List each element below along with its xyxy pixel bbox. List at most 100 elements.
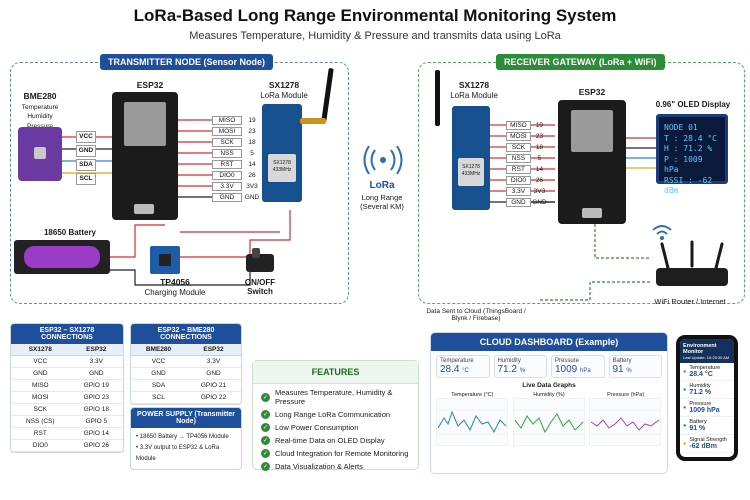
oled-line: T : 28.4 °C xyxy=(664,133,717,143)
table-cell: MISO xyxy=(11,379,70,392)
graph-temperature[interactable]: Temperature (°C) xyxy=(435,392,509,451)
tx-lora-pin-num: 19 xyxy=(248,117,256,124)
table-header: ESP32 xyxy=(69,344,123,356)
tx-lora-desc: LoRa Module xyxy=(260,90,308,100)
metric-unit: °C xyxy=(462,368,469,374)
rx-lora-chip: SX1278 433MHz xyxy=(458,158,484,186)
rx-lora-pin-name: MOSI xyxy=(506,132,531,141)
battery-holder xyxy=(14,240,110,274)
phone-row-value: 28.4 °C xyxy=(689,371,713,378)
metric-name: Humidity xyxy=(497,358,521,364)
metric-card-temperature[interactable]: Temperature 28.4 °C xyxy=(436,355,490,378)
phone-row-name: Pressure xyxy=(689,401,712,407)
rx-lora-pin-num: 18 xyxy=(535,144,544,151)
power-switch[interactable] xyxy=(246,248,274,272)
phone-row-value: 71.2 % xyxy=(689,389,712,396)
graph-temperature-plot xyxy=(435,397,509,447)
tx-antenna-connector xyxy=(300,118,326,124)
tp4056-label: TP4056 Charging Module xyxy=(140,277,210,297)
metric-unit: hPa xyxy=(580,368,591,374)
graph-humidity[interactable]: Humidity (%) xyxy=(512,392,586,451)
router-icon xyxy=(656,240,728,286)
table-cell: GND xyxy=(69,367,123,380)
tx-lora-pin-num: 23 xyxy=(248,128,256,135)
metric-card-battery[interactable]: Battery 91 % xyxy=(608,355,662,378)
check-icon: ✓ xyxy=(261,462,270,471)
table-cell: VCC xyxy=(11,355,70,368)
table-cell: GPIO 21 xyxy=(186,379,241,392)
table-cell: VCC xyxy=(131,355,186,368)
cloud-note: Data Sent to Cloud (ThingsBoard / Blynk … xyxy=(426,308,526,323)
gauge-icon: ● xyxy=(683,404,687,411)
phone-row-value: 91 % xyxy=(689,425,706,432)
phone-row-value: -62 dBm xyxy=(689,443,717,450)
metric-card-pressure[interactable]: Pressure 1009 hPa xyxy=(551,355,605,378)
tx-lora-pin-name: DIO0 xyxy=(212,171,242,180)
tx-esp32-board xyxy=(112,92,178,220)
graph-pressure[interactable]: Pressure (hPa) xyxy=(588,392,662,451)
tp4056-name: TP4056 xyxy=(160,277,190,287)
rx-lora-pin-num: 14 xyxy=(535,166,544,173)
rx-esp32-board xyxy=(558,100,626,224)
graph-title: Temperature (°C) xyxy=(451,392,494,398)
battery-label: 18650 Battery xyxy=(43,228,97,237)
check-icon: ✓ xyxy=(261,423,270,432)
power-supply-title: POWER SUPPLY (Transmitter Node) xyxy=(131,408,241,428)
bme280-label: BME280 Temperature Humidity Pressure xyxy=(17,91,63,130)
table-cell: NSS (CS) xyxy=(11,415,70,428)
tx-lora-pin-num: 3V3 xyxy=(246,183,258,190)
table-cell: GND xyxy=(186,367,241,380)
feature-item: ✓Cloud Integration for Remote Monitoring xyxy=(261,449,418,458)
rx-lora-pin-name: NSS xyxy=(506,154,531,163)
tx-esp32-label: ESP32 xyxy=(136,80,164,90)
phone-row-name: Humidity xyxy=(689,383,711,389)
feature-text: Cloud Integration for Remote Monitoring xyxy=(275,449,409,458)
rx-lora-pin-name: 3.3V xyxy=(506,187,531,196)
phone-row-name: Signal Strength xyxy=(689,437,727,443)
feature-text: Low Power Consumption xyxy=(275,423,359,432)
table-cell: GPIO 19 xyxy=(69,379,123,392)
table-cell: SCL xyxy=(131,391,186,404)
battery-icon: ● xyxy=(683,422,687,429)
table-cell: GPIO 23 xyxy=(69,391,123,404)
oled-line: RSSI : -62 dBm xyxy=(664,175,713,196)
check-icon: ✓ xyxy=(261,436,270,445)
metric-card-humidity[interactable]: Humidity 71.2 % xyxy=(493,355,547,378)
metric-unit: % xyxy=(519,368,526,374)
metric-value: 28.4 xyxy=(440,364,460,375)
tx-lora-pin-num: GND xyxy=(244,194,260,201)
table-cell: GND xyxy=(131,367,186,380)
table-row: NSS (CS)GPIO 5 xyxy=(11,415,123,428)
switch-label: ON/OFF Switch xyxy=(244,278,276,297)
rx-lora-pin-name: MISO xyxy=(506,121,531,130)
feature-text: Data Visualization & Alerts xyxy=(275,462,363,471)
rx-lora-pin-num: 23 xyxy=(535,133,544,140)
table-cell: GPIO 14 xyxy=(69,427,123,440)
tx-lora-pin-name: SCK xyxy=(212,138,242,147)
bme280-table-title: ESP32 – BME280 CONNECTIONS xyxy=(131,324,241,344)
bme280-board xyxy=(18,127,62,181)
table-cell: 3.3V xyxy=(186,355,241,368)
rx-lora-pin-num: 5 xyxy=(537,155,542,162)
table-cell: GPIO 5 xyxy=(69,415,123,428)
bme280-name: BME280 xyxy=(23,91,57,101)
graphs-title: Live Data Graphs xyxy=(522,382,576,389)
graph-title: Pressure (hPa) xyxy=(607,392,645,398)
phone-screen[interactable]: Environment Monitor Last Update: 10:25:3… xyxy=(680,339,734,457)
bme-pin-label: SCL xyxy=(76,173,96,185)
page-subtitle: Measures Temperature, Humidity & Pressur… xyxy=(189,30,561,42)
feature-text: Measures Temperature, Humidity & Pressur… xyxy=(275,388,393,406)
tx-lora-chip: SX1278 433MHz xyxy=(268,154,296,182)
tx-lora-name: SX1278 xyxy=(268,80,300,90)
tp4056-board xyxy=(150,246,180,274)
